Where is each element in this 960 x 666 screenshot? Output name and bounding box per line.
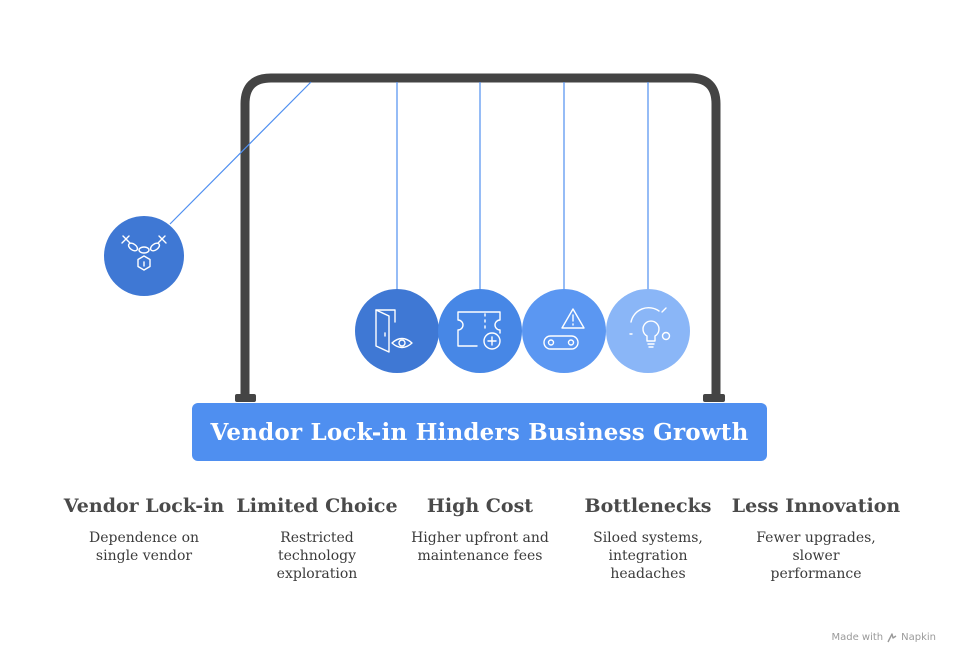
item-title: Vendor Lock-in (63, 495, 225, 517)
door-eye-icon (375, 309, 413, 353)
napkin-logo-icon (887, 632, 897, 642)
item-description: Higher upfront and maintenance fees (411, 530, 549, 564)
item-title: Less Innovation (731, 495, 901, 517)
string-1 (169, 81, 312, 225)
ball-vendor-lock-in (104, 216, 184, 296)
ticket-plus-icon (457, 311, 501, 350)
label-high-cost: High Cost Higher upfront and maintenance… (395, 495, 565, 565)
watermark-brand: Napkin (901, 632, 936, 643)
banner: Vendor Lock-in Hinders Business Growth (192, 403, 767, 461)
warning-bottleneck-icon (543, 308, 585, 350)
item-description: Siloed systems, integration headaches (593, 530, 703, 582)
ball-bottlenecks (522, 289, 606, 373)
ball-3-circle (438, 289, 522, 373)
ball-2-circle (355, 289, 439, 373)
cradle-frame (240, 73, 721, 401)
napkin-watermark[interactable]: Made with Napkin (831, 632, 936, 643)
ball-4-circle (522, 289, 606, 373)
item-title: High Cost (426, 495, 534, 517)
banner-title: Vendor Lock-in Hinders Business Growth (210, 418, 749, 446)
ball-5-circle (606, 289, 690, 373)
label-vendor-lock-in: Vendor Lock-in Dependence on single vend… (59, 495, 229, 565)
label-limited-choice: Limited Choice Restricted technology exp… (232, 495, 402, 583)
item-title: Bottlenecks (584, 495, 712, 517)
ball-high-cost (438, 289, 522, 373)
label-bottlenecks: Bottlenecks Siloed systems, integration … (563, 495, 733, 583)
ball-limited-choice (355, 289, 439, 373)
lightbulb-idea-icon (629, 307, 671, 348)
frame-foot-right (703, 394, 725, 402)
ball-less-innovation (606, 289, 690, 373)
item-title: Limited Choice (236, 495, 398, 517)
item-description: Dependence on single vendor (88, 530, 200, 564)
watermark-made-with: Made with (831, 632, 884, 643)
label-less-innovation: Less Innovation Fewer upgrades, slower p… (731, 495, 901, 583)
item-description: Fewer upgrades, slower performance (756, 530, 876, 582)
item-description: Restricted technology exploration (276, 530, 358, 582)
frame-foot-left (235, 394, 256, 402)
chain-lock-icon (121, 235, 167, 271)
